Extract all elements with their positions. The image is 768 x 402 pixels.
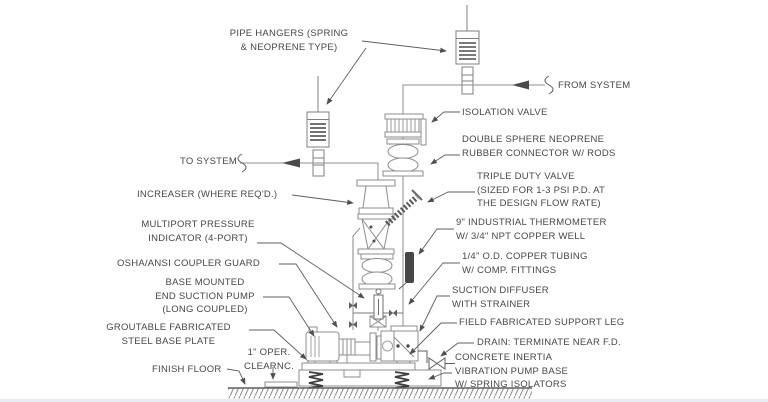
label-isolation-valve: ISOLATION VALVE: [462, 107, 548, 118]
leader-triple-duty-valve: [427, 191, 475, 203]
leader-isolation-valve: [431, 111, 460, 123]
suction-connector: [382, 137, 424, 177]
hanger-spring: [310, 123, 326, 141]
label-support-leg: FIELD FABRICATED SUPPORT LEG: [459, 317, 625, 328]
label-from-system: FROM SYSTEM: [558, 80, 631, 91]
pipe-hanger-left: [306, 76, 330, 177]
increaser: [356, 179, 396, 215]
leader-inertia-base: [428, 372, 452, 380]
spring-isolator-right: [394, 371, 410, 389]
spring-box: [306, 111, 330, 148]
motor: [305, 326, 340, 365]
leader-pipe-hangers-right: [361, 40, 447, 53]
triple-duty-valve: [357, 213, 395, 255]
discharge-connector: [358, 253, 396, 290]
leader-multiport-indicator: [257, 242, 365, 299]
bolt: [396, 344, 400, 348]
from-system-pipe: [402, 84, 545, 114]
bolt: [406, 344, 410, 348]
hanger-spring: [459, 42, 476, 60]
leader-lines: [226, 40, 475, 385]
spring-isolator-left: [308, 371, 324, 389]
leader-increaser: [291, 194, 354, 205]
valve-handle: [420, 118, 427, 146]
tubing-valve: [393, 309, 397, 317]
tubing-valve: [349, 302, 353, 309]
label-rubber-connector: DOUBLE SPHERE NEOPRENE RUBBER CONNECTOR …: [462, 134, 616, 159]
scan-edge-strip: [0, 399, 768, 402]
inertia-base: [298, 369, 442, 387]
tubing-valve: [389, 309, 393, 317]
leader-thermometer: [418, 228, 454, 255]
pipe-break-symbol-left: [237, 153, 247, 173]
label-thermometer: 9" INDUSTRIAL THERMOMETER W/ 3/4" NPT CO…: [456, 217, 607, 242]
flow-arrow-to-system: [282, 158, 300, 168]
leader-finish-floor: [226, 368, 246, 385]
valve-handwheel: [411, 189, 423, 201]
leader-copper-tubing: [408, 262, 460, 305]
label-to-system: TO SYSTEM: [180, 156, 237, 167]
label-finish-floor: FINISH FLOOR: [152, 364, 222, 375]
label-increaser: INCREASER (WHERE REQ'D.): [137, 189, 278, 200]
bearing-pedestal: [354, 341, 371, 356]
leader-pipe-hangers-left: [326, 47, 367, 105]
label-multiport-indicator: MULTIPORT PRESSURE INDICATOR (4-PORT): [141, 219, 255, 244]
tubing-valve: [353, 302, 357, 309]
label-suction-diffuser: SUCTION DIFFUSER WITH STRAINER: [452, 285, 549, 310]
drain-valve-assembly: [418, 350, 455, 370]
isolation-valve: [384, 113, 427, 146]
leader-suction-diffuser: [419, 295, 450, 332]
label-oper-clearance: 1" OPER. CLEARNC.: [243, 347, 295, 372]
valve-stem: [384, 189, 423, 227]
label-inertia-base: CONCRETE INERTIA VIBRATION PUMP BASE W/ …: [455, 352, 569, 390]
leader-rubber-connector: [430, 154, 460, 165]
tubing-valves: [349, 302, 397, 328]
coupling-guard: [338, 338, 356, 363]
label-copper-tubing: 1/4" O.D. COPPER TUBING W/ COMP. FITTING…: [462, 251, 588, 276]
thermometer: [398, 252, 414, 290]
tubing-valve: [353, 321, 357, 328]
housekeeping-pad: [264, 381, 298, 388]
label-pipe-hangers: PIPE HANGERS (SPRING & NEOPRENE TYPE): [229, 28, 349, 53]
pressure-indicator: [373, 288, 384, 320]
valve-grooves: [390, 119, 416, 132]
pipe-break-symbol-right: [544, 75, 554, 95]
to-system-pipe: [240, 162, 379, 180]
leader-base-plate: [249, 329, 307, 360]
label-triple-duty-valve: TRIPLE DUTY VALVE (SIZED FOR 1-3 PSI P.D…: [477, 171, 606, 209]
flow-arrow-from-system: [512, 80, 529, 90]
pipe-hanger-right: [455, 5, 480, 95]
base-plate: [301, 362, 416, 371]
tubing-valve: [349, 321, 353, 328]
pump-casing: [369, 330, 395, 362]
leader-drain: [440, 342, 474, 357]
label-pump: BASE MOUNTED END SUCTION PUMP (LONG COUP…: [155, 277, 255, 315]
label-coupler-guard: OSHA/ANSI COUPLER GUARD: [117, 258, 260, 269]
leader-coupler-guard: [279, 263, 338, 328]
leader-support-leg: [409, 322, 457, 355]
label-drain: DRAIN: TERMINATE NEAR F.D.: [477, 337, 621, 348]
label-base-plate: GROUTABLE FABRICATED STEEL BASE PLATE: [106, 322, 231, 347]
finish-floor-hatch: [228, 387, 532, 399]
leader-pump: [263, 296, 315, 337]
